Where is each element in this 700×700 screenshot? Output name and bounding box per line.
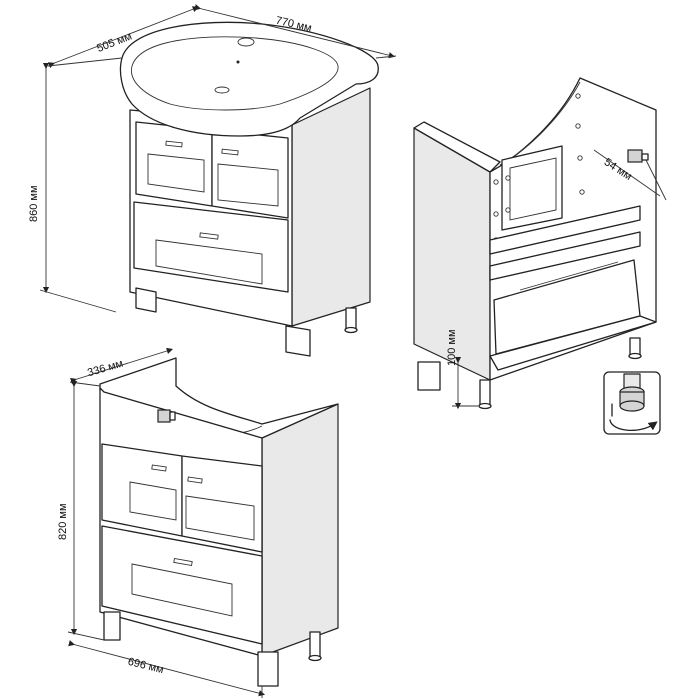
leg-front-left [103,611,121,641]
dim-line-top-width [194,4,396,59]
bracket-screw [169,411,176,421]
rear-bottom-panel [489,315,657,371]
rear-shelf-front [489,231,641,281]
cabinet-rear-view: 54 мм 100 мм [413,77,667,410]
handle-icon [165,140,183,148]
leg-adjustment-inset [603,371,661,435]
leg-front-left [135,287,157,313]
rear-leg-left [417,361,441,391]
cabinet-height-label: 820 мм [57,503,69,540]
cabinet-side-panel [261,403,339,657]
leg-height-label: 100 мм [446,329,458,366]
dim-line-cabinet-width [68,640,266,697]
cabinet-without-basin-view: 336 мм 820 мм 696 мм [57,347,339,698]
extension-line [375,55,397,59]
leg-back-right [309,631,321,659]
upper-left-drawer-window [147,153,205,193]
upper-right-drawer-window [217,163,279,207]
back-wall-panel [501,145,563,231]
panel-top-edge [413,121,501,173]
drawer-rail [519,261,619,291]
wall-bracket [157,409,171,423]
handle-icon [221,148,239,156]
leg-front-right [285,325,311,357]
handle-icon [199,232,219,240]
cabinet-depth-label: 336 мм [86,358,124,380]
lower-drawer-window [155,239,263,285]
dim-line-cabinet-depth [70,347,174,384]
drain-hole [214,86,230,94]
cabinet-side-panel [291,87,371,327]
extension-line [69,381,101,387]
rotate-arrow-icon [609,419,658,431]
handle-icon [173,557,193,567]
rear-leg-right [479,379,491,407]
leg-foot [344,326,358,334]
lower-drawer-window [131,563,233,617]
upper-right-drawer [181,455,263,553]
back-wall-inset [509,157,557,221]
handle-icon [151,464,167,472]
dim-line-top-depth [47,6,199,69]
cabinet-width-label: 696 мм [126,656,164,676]
leg-foot [478,402,492,410]
upper-right-drawer [211,129,289,219]
leg-foot [628,352,642,360]
upper-left-drawer [135,121,213,207]
rear-crossbar [489,205,641,255]
leg-foot [308,654,322,662]
extension-line [645,159,667,201]
bracket-screw [641,153,649,161]
upper-left-drawer [101,443,183,537]
cabinet-with-basin-view: 505 мм 770 мм 860 мм [28,4,397,357]
extension-line [39,289,117,313]
extension-line [67,631,105,641]
leg-front-right [257,651,279,687]
leg-nut-bottom-icon [619,400,645,412]
upper-left-drawer-window [129,481,177,521]
dim-line-pipe-offset [593,149,661,197]
extension-line [47,57,123,67]
handle-icon [187,476,203,484]
total-height-label: 860 мм [28,185,40,222]
upper-right-drawer-window [185,495,255,541]
wall-bracket [627,149,643,163]
leg-back-right [345,307,357,331]
overflow-hole [236,60,240,64]
